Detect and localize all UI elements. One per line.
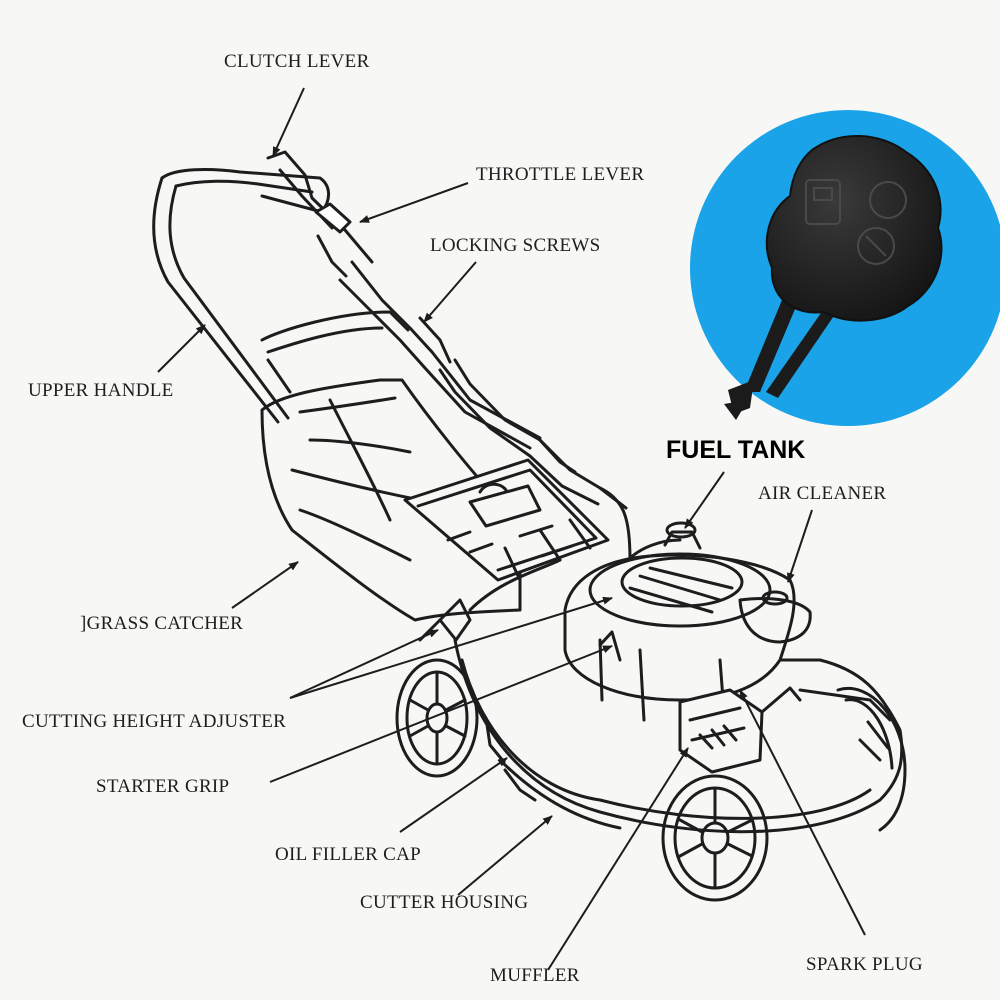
label-upper-handle: UPPER HANDLE [28,380,174,401]
label-grass-catcher: ]GRASS CATCHER [80,613,244,634]
grass-catcher-drawing [260,378,522,622]
leader-throttle-lever [359,182,469,223]
front-wheel-right-drawing [836,687,907,832]
leader-grass-catcher [231,561,299,609]
label-fuel-tank: FUEL TANK [666,436,806,464]
fuel-cap-icon [765,134,943,322]
upper-handle-drawing [152,150,542,450]
label-throttle-lever: THROTTLE LEVER [476,164,645,185]
leader-oil-filler [399,757,508,833]
fuel-cap-strap [744,300,798,392]
leader-upper-handle [157,324,206,373]
fuel-cap-inset [690,110,1000,426]
label-muffler: MUFFLER [490,965,580,986]
label-locking-screws: LOCKING SCREWS [430,235,601,256]
leader-fuel-tank [684,471,725,529]
lower-handle-drawing [260,310,632,562]
leader-locking-screws [423,261,477,323]
cutter-housing-drawing [453,558,904,834]
leader-starter-grip [269,645,613,783]
leader-lines [157,87,866,971]
label-cutter-housing: CUTTER HOUSING [360,892,529,913]
label-spark-plug: SPARK PLUG [806,954,923,975]
label-cutting-height-adjuster: CUTTING HEIGHT ADJUSTER [22,711,287,732]
leader-spark-plug [739,689,866,936]
leader-cutter-housing [457,815,553,896]
label-clutch-lever: CLUTCH LEVER [224,51,370,72]
leader-air-cleaner [787,509,813,583]
rear-tray-drawing [403,458,610,582]
label-air-cleaner: AIR CLEANER [758,483,887,504]
leader-cutting-height-2 [289,596,613,699]
muffler-drawing [678,686,802,774]
leader-cutting-height [289,629,439,699]
label-oil-filler-cap: OIL FILLER CAP [275,844,421,865]
leader-clutch-lever [272,87,305,157]
engine-drawing [563,521,812,722]
front-wheel-drawing [661,774,769,902]
label-starter-grip: STARTER GRIP [96,776,230,797]
rear-wheel-drawing [395,658,479,778]
leader-muffler [547,747,689,971]
